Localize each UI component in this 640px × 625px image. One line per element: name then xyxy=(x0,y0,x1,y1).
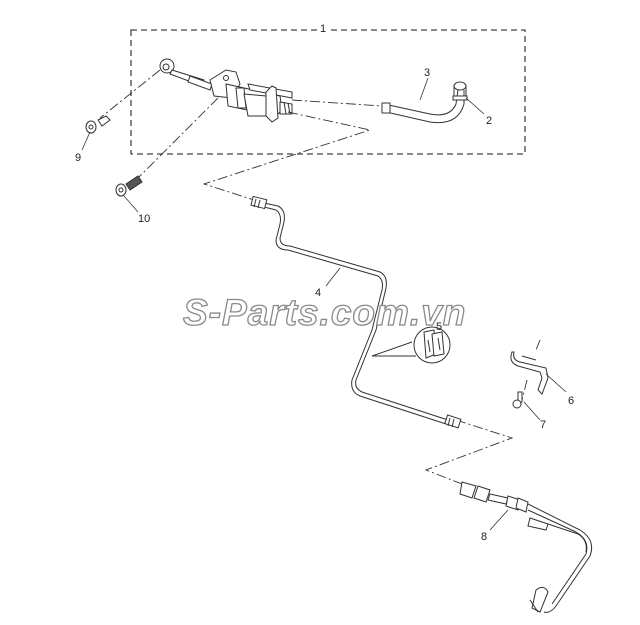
callout-2: 2 xyxy=(486,115,493,127)
clutch-pipe-icon xyxy=(250,195,462,429)
callout-3: 3 xyxy=(424,67,431,79)
callout-7: 7 xyxy=(540,419,547,431)
watermark-text: S-Parts.com.vn xyxy=(182,292,467,333)
callout-10: 10 xyxy=(138,213,151,225)
callout-6: 6 xyxy=(568,395,575,407)
bolt-7-icon xyxy=(512,391,523,409)
pipe-clip-detail-icon xyxy=(371,326,451,364)
callout-9: 9 xyxy=(75,152,82,164)
bracket-icon xyxy=(510,351,549,395)
slave-hose-icon xyxy=(459,481,593,613)
master-cylinder-icon xyxy=(159,58,293,123)
stud-bolt-10-icon xyxy=(115,175,143,197)
callout-1: 1 xyxy=(317,24,330,35)
callout-5: 5 xyxy=(436,321,443,333)
callout-8: 8 xyxy=(481,531,488,543)
bolt-9-icon xyxy=(85,115,111,134)
assembly-dashed-box xyxy=(130,29,526,155)
callout-4: 4 xyxy=(315,287,322,299)
leader-lines xyxy=(81,77,567,531)
phantom-lines xyxy=(99,69,541,485)
reservoir-hose-icon xyxy=(381,81,468,124)
